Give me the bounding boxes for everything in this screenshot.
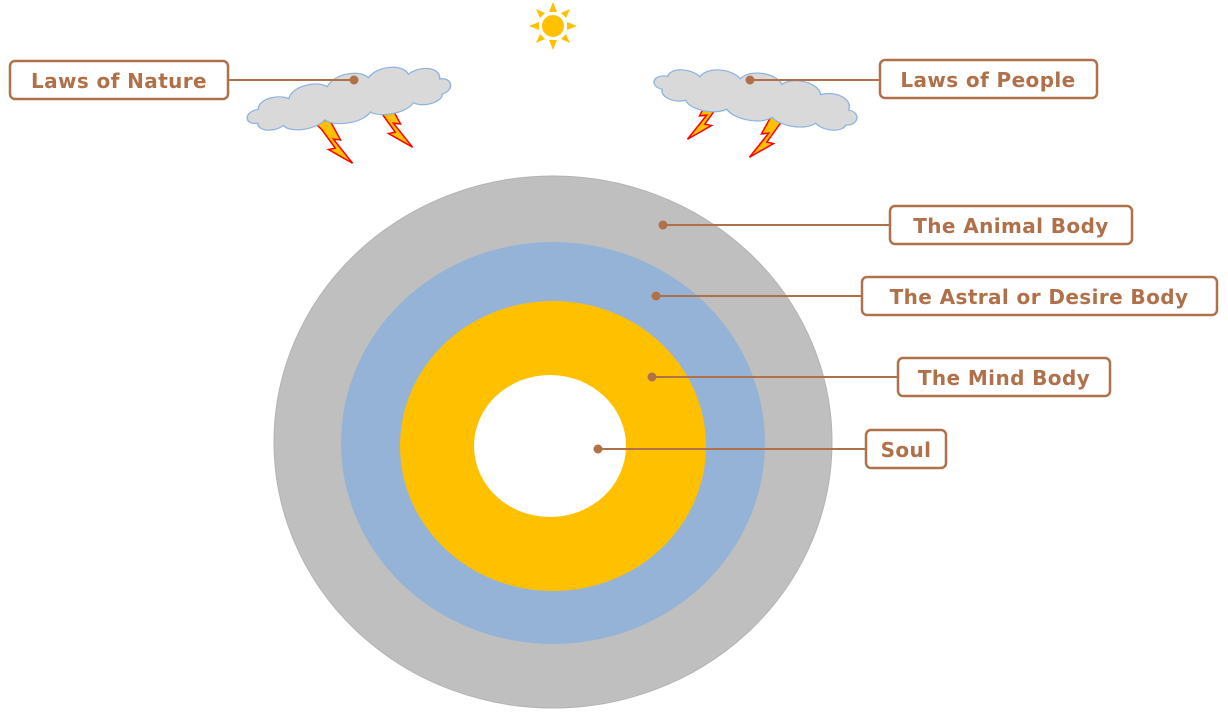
label-box (8, 59, 230, 101)
laws-of-people-storm-cloud-icon (649, 54, 863, 164)
label-text: Soul (881, 438, 932, 462)
storm-cloud-icon (649, 54, 863, 140)
sun-icon (529, 2, 577, 50)
label-animal-body: The Animal Body (888, 204, 1134, 246)
label-box (878, 58, 1099, 100)
label-box (896, 356, 1112, 398)
connector-dot-mind-body (647, 372, 657, 382)
label-astral-body: The Astral or Desire Body (860, 275, 1219, 317)
label-box (860, 275, 1219, 317)
connector-dot-astral-body (651, 291, 661, 301)
label-text: The Mind Body (918, 366, 1090, 390)
storm-cloud-icon (241, 55, 455, 141)
label-soul: Soul (864, 428, 948, 470)
label-text: Laws of People (900, 68, 1075, 92)
label-text: The Astral or Desire Body (890, 285, 1189, 309)
connectors (228, 75, 898, 454)
label-laws-of-people: Laws of People (878, 58, 1099, 100)
label-text: The Animal Body (913, 214, 1108, 238)
connector-dot-soul (593, 444, 603, 454)
soul-core (474, 375, 626, 517)
sun-core (542, 15, 564, 37)
label-text: Laws of Nature (31, 69, 207, 93)
laws-of-nature-storm-cloud-icon (241, 55, 455, 170)
label-box (888, 204, 1134, 246)
label-laws-of-nature: Laws of Nature (8, 59, 230, 101)
sun-rays (529, 2, 577, 50)
label-box (864, 428, 948, 470)
connector-dot-animal-body (658, 220, 668, 230)
connector-dot-laws-of-nature (349, 75, 359, 85)
label-mind-body: The Mind Body (896, 356, 1112, 398)
connector-dot-laws-of-people (745, 75, 755, 85)
